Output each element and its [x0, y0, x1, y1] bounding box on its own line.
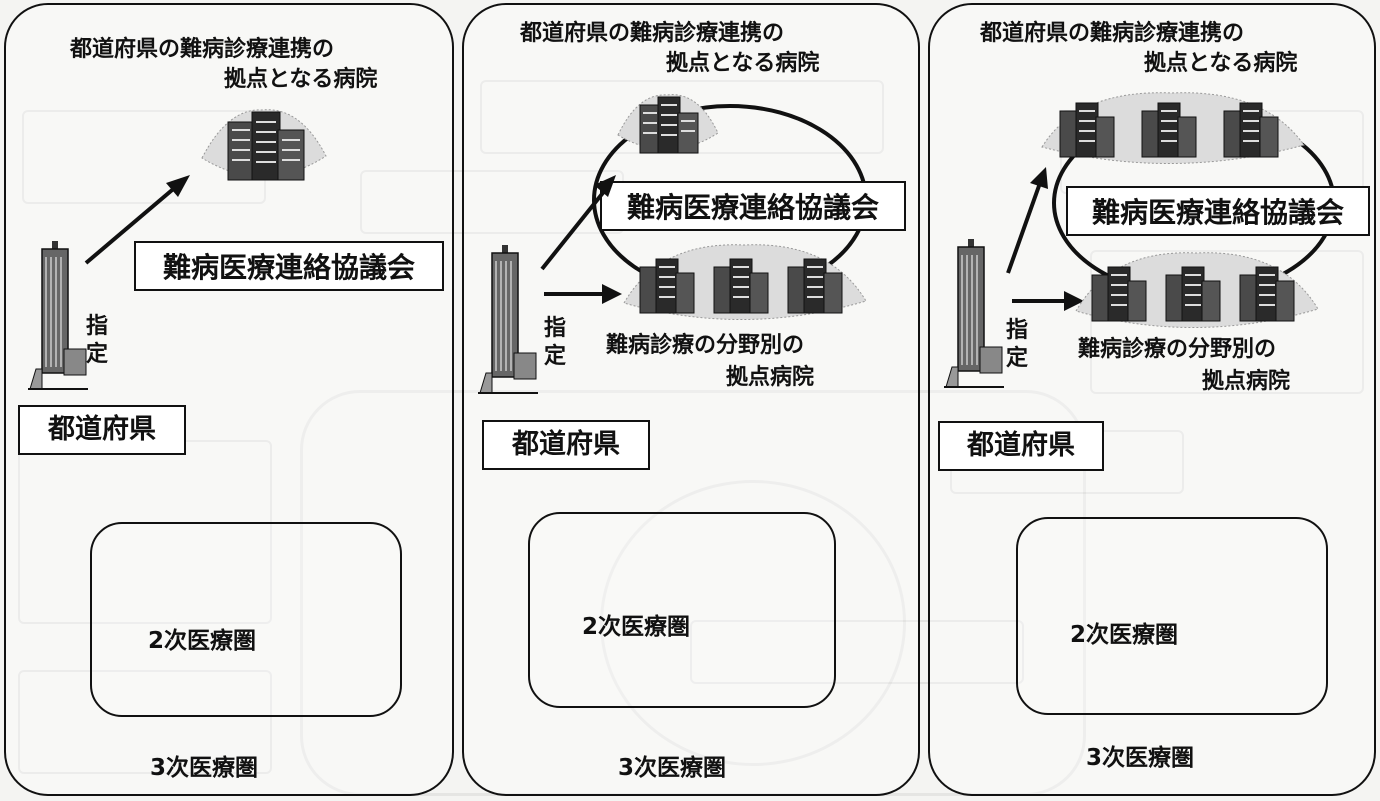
hub-hospital-title-line1: 都道府県の難病診療連携の — [70, 37, 335, 62]
designation-arrow-to-hub — [1006, 167, 1048, 274]
prefectural-office-tower-svg — [944, 239, 1004, 388]
field-hospitals-svg — [1075, 252, 1319, 328]
panel-2: 都道府県の難病診療連携の 拠点となる病院 難病医療連絡協議会 — [462, 3, 920, 796]
field-hospital-label-line1: 難病診療の分野別の — [1078, 337, 1277, 362]
field-hospital-label-line2: 拠点病院 — [1202, 369, 1291, 394]
designate-char-1: 指 — [543, 316, 566, 341]
secondary-medical-area-box — [90, 522, 402, 717]
prefectural-office-tower-svg — [28, 241, 88, 390]
background-ghost-box — [18, 670, 272, 774]
secondary-medical-area-label: 2次医療圏 — [148, 628, 257, 654]
council-box: 難病医療連絡協議会 — [134, 241, 444, 291]
field-hospitals-svg — [623, 244, 867, 320]
panel-3: 都道府県の難病診療連携の 拠点となる病院 難病医療連絡協議会 — [928, 3, 1376, 796]
designation-arrow-to-hub — [540, 175, 616, 271]
designate-label: 指 定 — [1004, 317, 1030, 373]
prefecture-box: 都道府県 — [18, 405, 186, 455]
hub-hospital-title-line2: 拠点となる病院 — [1144, 51, 1298, 76]
tertiary-medical-area-label: 3次医療圏 — [618, 755, 727, 781]
hub-hospital-title-line1: 都道府県の難病診療連携の — [980, 21, 1245, 46]
secondary-medical-area-label: 2次医療圏 — [1070, 622, 1179, 648]
secondary-medical-area-box — [528, 512, 836, 708]
hub-hospital-title-line2: 拠点となる病院 — [224, 67, 378, 92]
panel-1: 都道府県の難病診療連携の 拠点となる病院 難病医療連絡協議会 指 定 都道府県 … — [4, 3, 454, 796]
hospital-building-svg — [201, 109, 327, 181]
background-ghost-circle — [600, 480, 906, 766]
hospital-building-svg — [617, 94, 719, 154]
secondary-medical-area-label: 2次医療圏 — [582, 614, 691, 640]
designation-arrow-to-field — [1012, 291, 1084, 311]
council-box: 難病医療連絡協議会 — [600, 181, 906, 231]
tertiary-medical-area-label: 3次医療圏 — [1086, 745, 1195, 771]
secondary-medical-area-box — [1016, 517, 1328, 715]
designation-arrow-to-field — [544, 284, 622, 304]
hub-hospitals-svg — [1041, 92, 1305, 164]
designate-char-2: 定 — [1005, 346, 1028, 371]
field-hospital-label-line1: 難病診療の分野別の — [606, 333, 805, 358]
prefecture-box: 都道府県 — [482, 420, 650, 470]
designate-char-1: 指 — [85, 314, 108, 339]
designate-char-2: 定 — [85, 342, 108, 367]
council-box: 難病医療連絡協議会 — [1066, 186, 1370, 236]
prefecture-box: 都道府県 — [938, 421, 1104, 471]
hub-hospital-title-line2: 拠点となる病院 — [666, 51, 820, 76]
designate-label: 指 定 — [84, 313, 110, 369]
background-ghost-box — [1090, 250, 1364, 394]
prefectural-office-tower-svg — [478, 245, 538, 394]
designate-char-1: 指 — [1005, 318, 1028, 343]
designate-char-2: 定 — [543, 344, 566, 369]
designation-arrow — [84, 175, 190, 265]
hub-hospital-title-line1: 都道府県の難病診療連携の — [520, 21, 785, 46]
tertiary-medical-area-label: 3次医療圏 — [150, 755, 259, 781]
field-hospital-label-line2: 拠点病院 — [726, 365, 815, 390]
designate-label: 指 定 — [542, 315, 568, 371]
